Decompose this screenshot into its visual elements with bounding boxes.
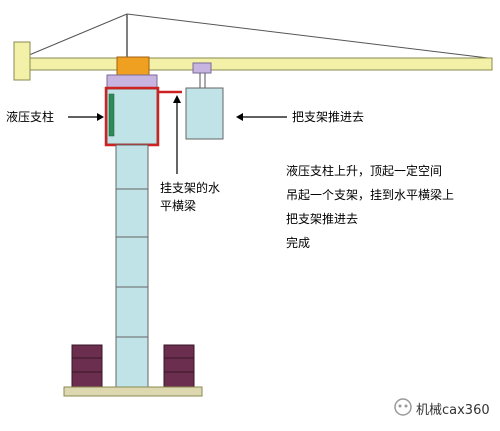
step-4: 完成 [286,236,311,250]
label-push-frame: 把支架推进去 [292,110,365,124]
hydraulic-arrowhead [97,113,104,121]
right-ballast [163,344,195,388]
mast-section-1 [115,144,149,190]
watermark-text: 机械cax360 [416,403,490,418]
wechat-icon-eye [398,404,402,408]
mast-section-5 [115,336,149,388]
wechat-icon-eye-2 [404,404,408,408]
step-1: 液压支柱上升，顶起一定空间 [286,164,443,178]
step-2: 吊起一个支架，挂到水平横梁上 [286,188,455,202]
turntable [116,56,150,76]
label-hydraulic-column: 液压支柱 [6,110,55,124]
left-ballast [71,344,103,388]
step-3: 把支架推进去 [286,212,359,226]
front-tie-rope [126,13,489,59]
wechat-icon [394,398,412,416]
label-beam-line1: 挂支架的水 [160,181,221,195]
mast-section-4 [115,286,149,338]
mast-section-2 [115,188,149,238]
climbing-section [106,88,158,145]
rear-tie-rope [21,13,128,59]
label-beam-line2: 平横梁 [160,199,197,213]
beam-arrowhead [173,95,181,103]
hanging-mast-section [185,87,224,140]
counter-jib-end [13,41,31,81]
push-arrowhead [236,113,243,121]
base-slab [63,386,203,397]
mast-section-3 [115,236,149,288]
hydraulic-cylinder [108,93,115,137]
trolley [192,62,212,74]
jib [13,57,493,71]
